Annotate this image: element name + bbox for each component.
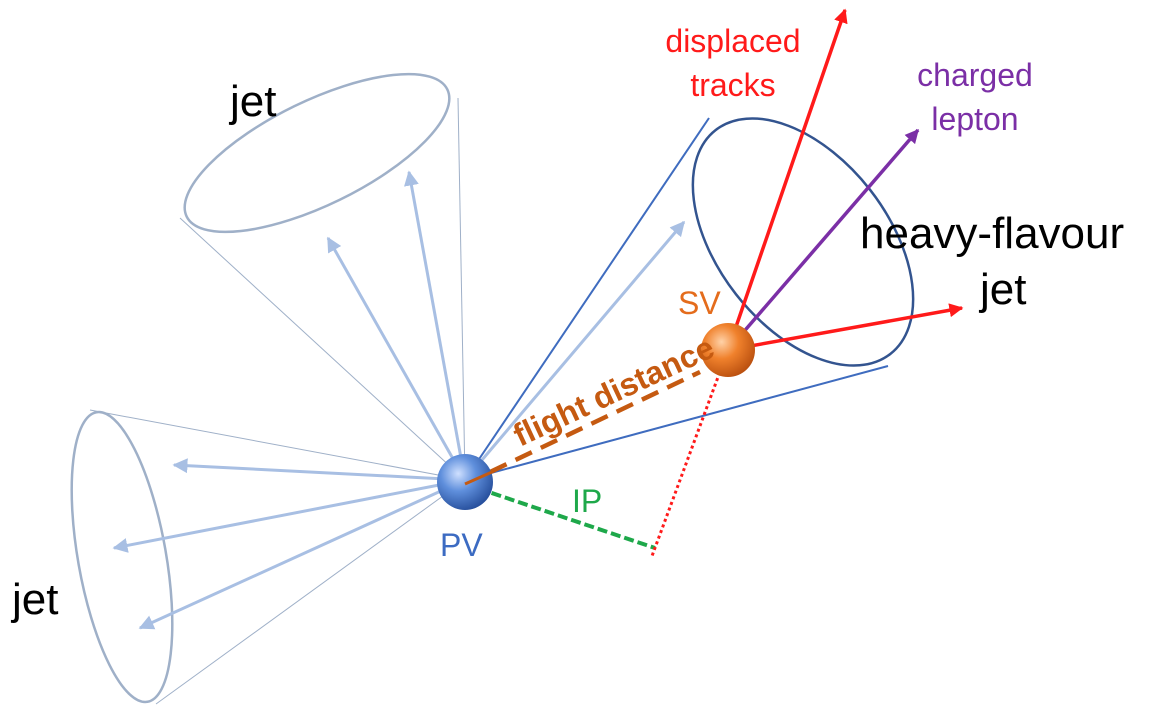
flight-distance-start: [464, 470, 493, 486]
jet-top-cone-edge-left: [179, 217, 466, 481]
jet-top-track: [326, 236, 467, 481]
hf-jet-label-line2: jet: [978, 265, 1026, 314]
jet-top-rim: [183, 72, 451, 234]
jet-cone-top: [179, 72, 467, 481]
displaced-tracks-label-line2: tracks: [690, 67, 775, 103]
jet-top-cone-edge-right: [457, 97, 466, 481]
jet-left-rim: [70, 410, 174, 704]
hf-cone-edge-top: [464, 117, 710, 481]
sv-label: SV: [678, 285, 721, 321]
charged-lepton-arrow: [726, 128, 920, 352]
charged-lepton-label-line1: charged: [917, 57, 1033, 93]
jet-left-track: [112, 478, 466, 553]
hf-jet-track: [463, 220, 686, 481]
displaced-track-arrow: [726, 8, 848, 351]
jet-cone-left: [70, 409, 466, 705]
hf-cone-rim: [691, 117, 915, 367]
primary-vertex: [437, 454, 493, 510]
flight-distance-line: [464, 369, 701, 487]
hf-jet-label-line1: heavy-flavour: [860, 209, 1124, 258]
ip-label: IP: [572, 483, 602, 519]
jet-top-label: jet: [228, 77, 276, 126]
hf-cone-edge-bottom: [464, 365, 889, 481]
jet-left-cone-edge-bottom: [155, 479, 466, 705]
jet-left-track: [138, 478, 466, 630]
jet-top-track: [404, 170, 467, 481]
track-extrapolation-dotted: [650, 349, 730, 557]
displaced-track-arrow: [727, 303, 964, 352]
jet-left-cone-edge-top: [89, 409, 466, 481]
displaced-tracks-label-line1: displaced: [665, 23, 800, 59]
jet-left-track: [172, 458, 466, 482]
impact-parameter-line: [464, 482, 656, 550]
secondary-vertex: [701, 323, 755, 377]
jet-left-label: jet: [10, 575, 58, 624]
charged-lepton-label-line2: lepton: [931, 101, 1018, 137]
hf-jet-cone: [463, 117, 915, 481]
pv-label: PV: [440, 527, 483, 563]
